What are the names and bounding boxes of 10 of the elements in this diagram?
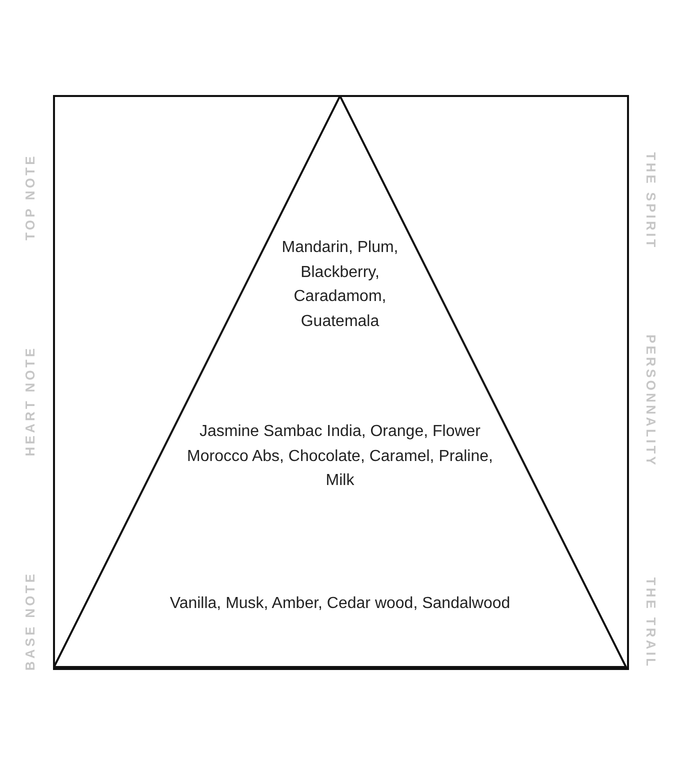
note-tier-label: HEART NOTE: [22, 346, 38, 456]
note-tier-label: BASE NOTE: [22, 571, 38, 671]
top-notes-text: Mandarin, Plum, Blackberry, Caradamom, Guatemala: [280, 238, 400, 332]
base-notes-text: Vanilla, Musk, Amber, Cedar wood, Sandalwood: [168, 594, 512, 614]
tier-theme-label: THE SPIRIT: [644, 152, 658, 250]
tier-theme-label: THE TRAIL: [644, 577, 658, 669]
pyramid-triangle: [53, 95, 627, 668]
note-tier-label: TOP NOTE: [22, 154, 38, 240]
tier-theme-label: PERSONNALITY: [644, 334, 658, 468]
heart-notes-text: Jasmine Sambac India, Orange, Flower Morocco Abs, Chocolate, Caramel, Praline, Milk: [186, 422, 494, 491]
